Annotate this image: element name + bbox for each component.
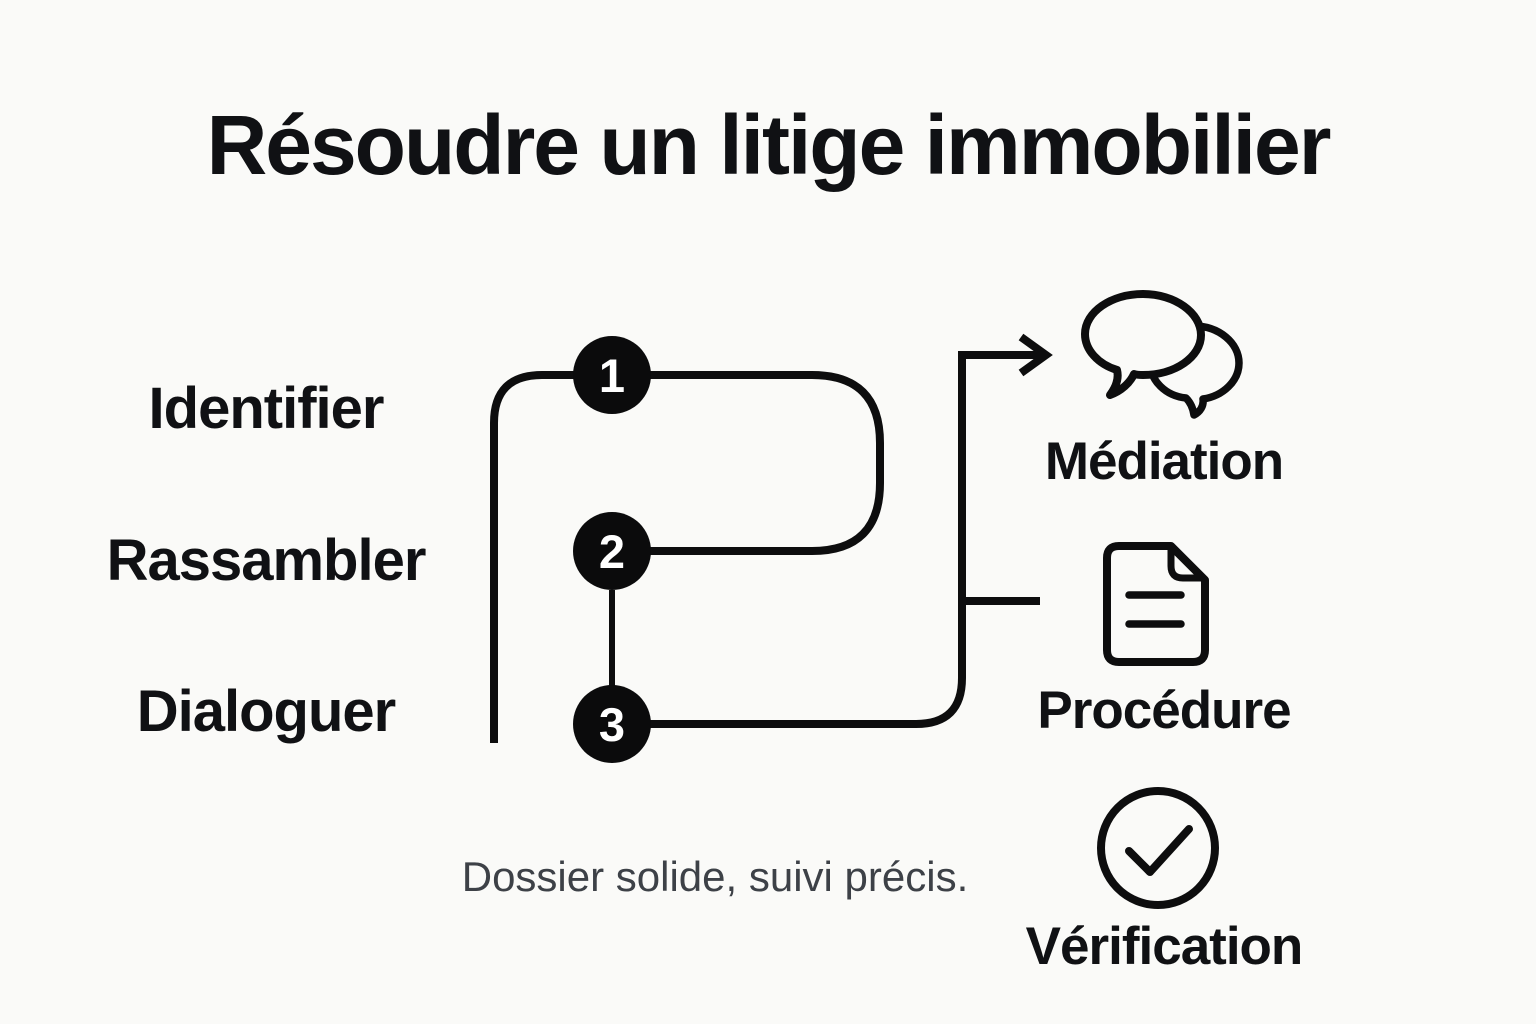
arrow-head-icon <box>1018 333 1053 377</box>
check-circle-icon <box>1097 787 1219 909</box>
path-step1-down <box>490 371 574 743</box>
step-node-2: 2 <box>573 512 651 590</box>
outcome-label-verification: Vérification <box>1025 917 1304 976</box>
outcome-label-procedure: Procédure <box>1037 681 1291 740</box>
chat-bubbles-icon <box>1081 290 1243 419</box>
document-icon <box>1103 542 1209 666</box>
page-title: Résoudre un litige immobilier <box>206 98 1332 192</box>
caption: Dossier solide, suivi précis. <box>461 853 969 900</box>
step-node-1: 1 <box>573 336 651 414</box>
path-step3-to-arrow <box>650 351 1040 728</box>
step-label-identifier: Identifier <box>148 376 385 441</box>
step-node-3: 3 <box>573 685 651 763</box>
step-node-1-number: 1 <box>598 348 626 402</box>
path-step1-to-step2-loop <box>650 371 884 555</box>
outcome-label-mediation: Médiation <box>1044 432 1284 491</box>
step-label-dialoguer: Dialoguer <box>136 679 397 744</box>
step-label-rassambler: Rassambler <box>106 528 427 593</box>
step-node-2-number: 2 <box>598 524 626 578</box>
step-node-3-number: 3 <box>598 697 626 751</box>
